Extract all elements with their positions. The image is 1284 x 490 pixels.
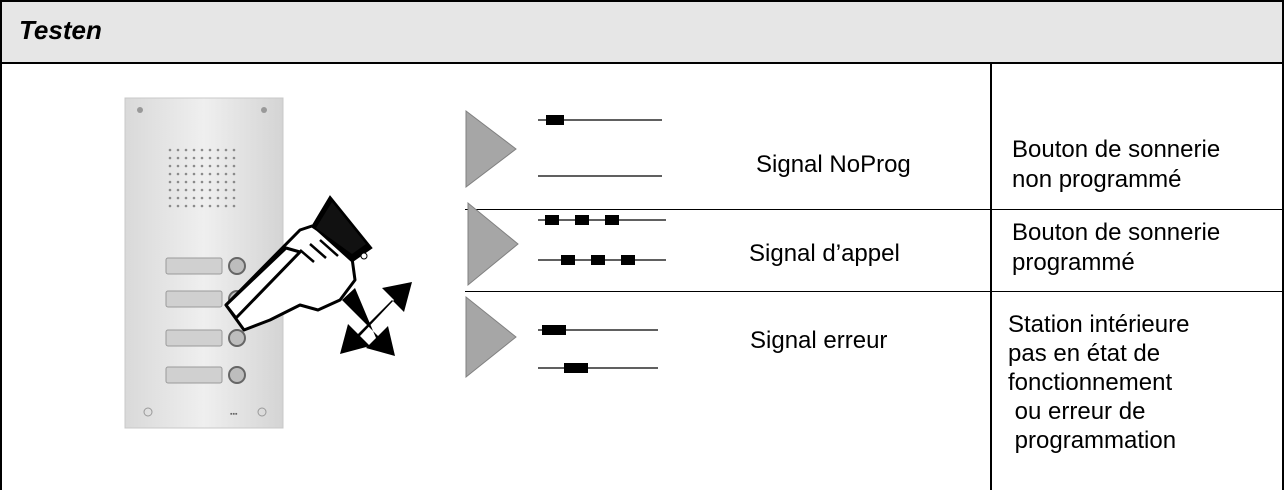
column-divider — [990, 63, 992, 490]
play-triangle-icon — [465, 109, 519, 379]
double-arrow-icon — [340, 282, 412, 356]
signal-label: Signal d’appel — [749, 240, 900, 267]
description-line: Bouton de sonnerie — [1012, 136, 1221, 163]
description-line: programmation — [1008, 427, 1177, 454]
speaker-grille — [168, 148, 236, 208]
signal-label: Signal erreur — [750, 327, 888, 354]
name-plates — [165, 257, 223, 384]
noprog-signal-lines — [538, 115, 662, 177]
pointing-hand-icon — [224, 195, 373, 332]
row-divider — [465, 291, 1282, 292]
description-line: Station intérieure — [1008, 311, 1190, 338]
description-line: non programmé — [1012, 166, 1182, 193]
signal-label: Signal NoProg — [756, 151, 911, 178]
description-line: Bouton de sonnerie — [1012, 219, 1221, 246]
call-signal-lines — [538, 215, 666, 265]
row-description: Station intérieure pas en état de foncti… — [1008, 310, 1189, 455]
description-line: programmé — [1012, 249, 1135, 276]
border-left — [0, 0, 2, 490]
border-top — [0, 0, 1284, 2]
door-station-panel: ▪▪▪ — [124, 97, 284, 429]
bell-buttons — [228, 257, 246, 384]
description-line: pas en état de — [1008, 340, 1161, 367]
header-title: Testen — [19, 15, 102, 45]
error-signal-lines — [538, 325, 658, 373]
row-description: Bouton de sonnerie programmé — [1012, 218, 1220, 278]
description-line: ou erreur de — [1008, 398, 1146, 425]
row-description: Bouton de sonnerie non programmé — [1012, 135, 1220, 195]
table-header: Testen — [1, 1, 1283, 64]
svg-text:▪▪▪: ▪▪▪ — [230, 411, 238, 418]
border-right — [1282, 0, 1284, 490]
row-divider — [465, 209, 1282, 210]
description-line: fonctionnement — [1008, 369, 1173, 396]
